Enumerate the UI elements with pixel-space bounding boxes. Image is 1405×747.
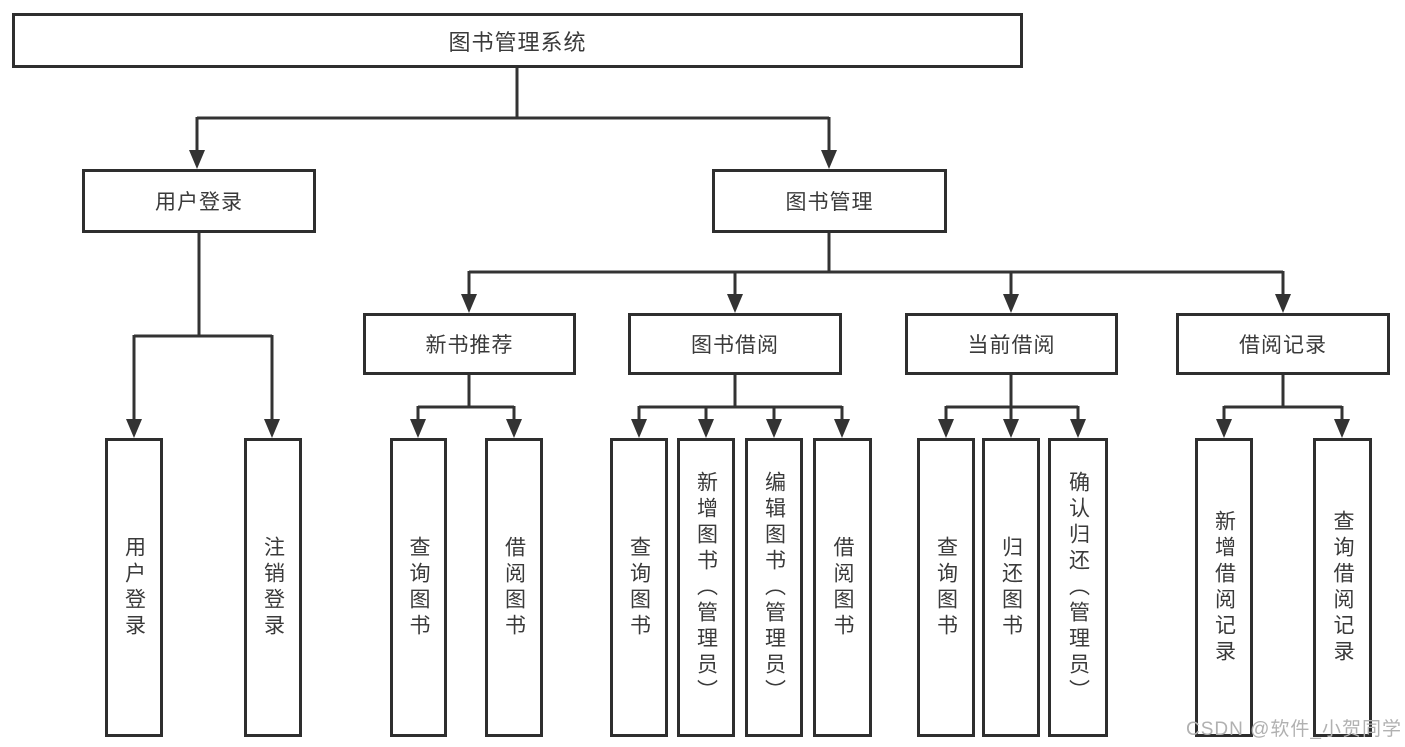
connector-root-to-level2 [195, 68, 831, 151]
leaf-rec-query-book: 查询图书 [390, 438, 447, 737]
leaf-bb-query-book-label: 查询图书 [627, 535, 651, 640]
connector-current-borrow-split [944, 375, 1080, 420]
leaf-cb-confirm-return: 确认归还（管理员） [1048, 438, 1108, 737]
arrowheads-book-borrow-split [631, 419, 850, 438]
leaf-br-add-record: 新增借阅记录 [1195, 438, 1253, 737]
node-borrowing-records: 借阅记录 [1176, 313, 1390, 375]
leaf-bb-borrow-book-label: 借阅图书 [831, 535, 854, 640]
leaf-bb-add-book-label: 新增图书（管理员） [694, 470, 718, 705]
arrowheads-current-borrow-split [938, 419, 1086, 438]
connector-user-login-split [132, 233, 274, 420]
leaf-rec-borrow-book: 借阅图书 [485, 438, 543, 737]
node-root: 图书管理系统 [12, 13, 1023, 68]
leaf-user-login: 用户登录 [105, 438, 163, 737]
arrowheads-root-to-level2 [189, 150, 837, 169]
leaf-bb-edit-book-label: 编辑图书（管理员） [762, 470, 786, 705]
node-book-management: 图书管理 [712, 169, 947, 233]
connector-borrow-records-split [1222, 375, 1344, 420]
leaf-cb-query-book: 查询图书 [917, 438, 975, 737]
leaf-logout-label: 注销登录 [261, 535, 285, 640]
leaf-cb-query-book-label: 查询图书 [934, 535, 958, 640]
arrowheads-borrow-records-split [1216, 419, 1350, 438]
leaf-cb-confirm-return-label: 确认归还（管理员） [1066, 470, 1090, 705]
leaf-br-query-record-label: 查询借阅记录 [1331, 509, 1354, 666]
connector-book-borrow-split [637, 375, 844, 420]
leaf-cb-return-book-label: 归还图书 [999, 535, 1023, 640]
leaf-user-login-label: 用户登录 [122, 535, 146, 640]
connector-new-book-rec-split [416, 375, 516, 420]
leaf-br-query-record: 查询借阅记录 [1313, 438, 1372, 737]
leaf-bb-edit-book: 编辑图书（管理员） [745, 438, 803, 737]
node-user-login: 用户登录 [82, 169, 316, 233]
arrowheads-user-login-split [126, 419, 280, 438]
node-book-borrowing: 图书借阅 [628, 313, 842, 375]
leaf-rec-query-book-label: 查询图书 [407, 535, 430, 640]
leaf-bb-borrow-book: 借阅图书 [813, 438, 872, 737]
node-new-book-recommendation: 新书推荐 [363, 313, 576, 375]
leaf-br-add-record-label: 新增借阅记录 [1212, 509, 1236, 666]
watermark: CSDN @软件_小贺同学 [1186, 719, 1402, 740]
leaf-bb-add-book: 新增图书（管理员） [677, 438, 735, 737]
leaf-cb-return-book: 归还图书 [982, 438, 1040, 737]
leaf-rec-borrow-book-label: 借阅图书 [502, 535, 526, 640]
arrowheads-new-book-rec-split [410, 419, 522, 438]
connector-book-mgmt-split [467, 233, 1285, 295]
leaf-logout: 注销登录 [244, 438, 302, 737]
node-current-borrowing: 当前借阅 [905, 313, 1118, 375]
arrowheads-book-mgmt-split [461, 294, 1291, 313]
leaf-bb-query-book: 查询图书 [610, 438, 668, 737]
